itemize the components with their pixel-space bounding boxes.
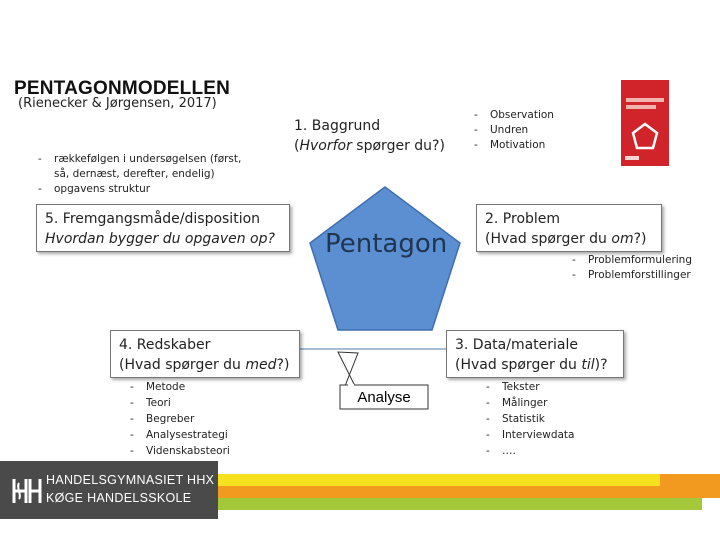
footer-bar-green [218, 498, 702, 510]
redskaber-box: 4. Redskaber (Hvad spørger du med?) [110, 330, 300, 378]
redskaber-list-item: Teori [126, 395, 276, 411]
problem-list-item: Problemformulering [568, 253, 718, 268]
data-list-item: …. [482, 443, 622, 459]
redskaber-list-item: Videnskabsteori [126, 443, 276, 459]
logo-mark-icon [6, 461, 46, 519]
problem-box: 2. Problem (Hvad spørger du om?) [476, 204, 662, 252]
logo-line2: KØGE HANDELSSKOLE [46, 491, 191, 505]
data-list-item: Statistik [482, 411, 622, 427]
callout-pointer [338, 352, 358, 386]
problem-list-item: Problemforstillinger [568, 268, 718, 283]
footer-bar-orange-end [660, 474, 720, 486]
data-list-item: Tekster [482, 379, 622, 395]
redskaber-list-item: Analysestrategi [126, 427, 276, 443]
data-question: (Hvad spørger du til)? [455, 355, 615, 375]
pentagon-label: Pentagon [325, 229, 447, 259]
problem-heading: 2. Problem [485, 209, 653, 229]
data-box: 3. Data/materiale (Hvad spørger du til)? [446, 330, 624, 378]
footer-bar-orange [218, 486, 720, 498]
redskaber-list-item: Begreber [126, 411, 276, 427]
redskaber-question: (Hvad spørger du med?) [119, 355, 291, 375]
data-list-item: Målinger [482, 395, 622, 411]
data-list-item: Interviewdata [482, 427, 622, 443]
problem-list: Problemformulering Problemforstillinger [568, 253, 718, 283]
footer-bar-yellow [218, 474, 688, 486]
redskaber-list-item: Metode [126, 379, 276, 395]
callout-label: Analyse [340, 389, 428, 406]
data-heading: 3. Data/materiale [455, 335, 615, 355]
school-logo: HANDELSGYMNASIET HHX KØGE HANDELSSKOLE [0, 461, 218, 519]
logo-line1: HANDELSGYMNASIET HHX [46, 473, 214, 487]
redskaber-heading: 4. Redskaber [119, 335, 291, 355]
problem-question: (Hvad spørger du om?) [485, 229, 653, 249]
data-list: Tekster Målinger Statistik Interviewdata… [482, 379, 622, 459]
